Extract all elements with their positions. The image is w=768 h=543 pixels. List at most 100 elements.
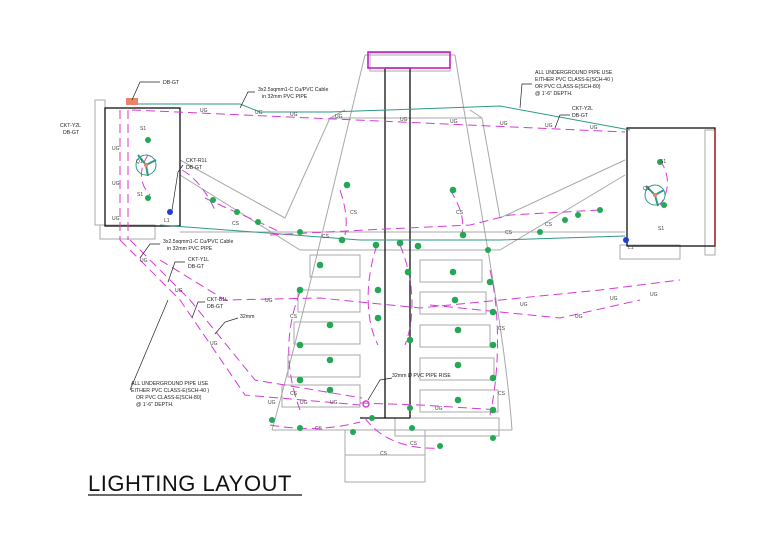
fixture (486, 278, 494, 286)
ug-tag: UG (330, 400, 338, 406)
ug-tag: UG (112, 216, 120, 222)
light-fixtures (145, 137, 667, 449)
fixture (350, 429, 356, 435)
fixture (562, 217, 568, 223)
ug-tag: UG (435, 406, 443, 412)
fixture (489, 406, 497, 414)
ug-tag: UG (175, 288, 183, 294)
pipe-rise-marker (362, 400, 370, 408)
fixture (414, 242, 422, 250)
fixture (409, 425, 415, 431)
ug-tag: UG (210, 341, 218, 347)
switch-label: S1 (658, 226, 664, 232)
ug-tag: UG (112, 146, 120, 152)
ug-tag: UG (265, 298, 273, 304)
switch-label: S1 (140, 126, 146, 132)
cs-tag: CS (232, 221, 240, 227)
fixture (489, 308, 497, 316)
switch-label: S1 (660, 159, 666, 165)
pipe-rise-label: 32mm Ø PVC PIPE RISE (392, 373, 451, 379)
ug-note-top-2: EITHER PVC CLASS-E(SCH-40 ) (535, 77, 613, 83)
fixture (297, 425, 303, 431)
fixture (316, 261, 324, 269)
fixture (454, 361, 462, 369)
fixture (210, 197, 216, 203)
feeder-cables (132, 103, 631, 241)
fixture (661, 202, 667, 208)
title: LIGHTING LAYOUT (88, 471, 292, 496)
ug-tag: UG (200, 108, 208, 114)
cs-tag: CS (350, 210, 358, 216)
ug-tag: UG (290, 112, 298, 118)
fixture (451, 296, 459, 304)
ckt-y2l-right: CKT-Y2L (572, 106, 593, 112)
ceiling-fan-left (135, 154, 157, 177)
fan-label: Q1 (136, 159, 143, 165)
cs-tag: CS (505, 230, 513, 236)
fan-label: Q1 (643, 186, 650, 192)
ckt-b1l-db: DB-GT (207, 304, 224, 310)
ug-tag: UG (112, 181, 120, 187)
fixture (454, 326, 462, 334)
ug-tag: UG (450, 119, 458, 125)
fixture (437, 443, 443, 449)
switch-label: S1 (137, 192, 143, 198)
conduit-tags: UG UG UG UG UG UG UG UG UG UG UG UG UG U… (112, 108, 658, 457)
ug-note-bottom: ALL UNDERGROUND PIPE USE (131, 381, 209, 387)
ug-tag: UG (400, 117, 408, 123)
ckt-y1l: CKT-Y1L (188, 257, 209, 263)
building-outlines (104, 51, 716, 419)
fixture (296, 341, 304, 349)
fixture (326, 356, 334, 364)
fixture (343, 181, 351, 189)
ug-tag: UG (500, 121, 508, 127)
fixture (449, 186, 457, 194)
cable-note-top: 3x2.5sqmm1-C Cu/PVC Cable (258, 87, 328, 93)
fixture (459, 231, 467, 239)
cs-tag: CS (456, 210, 464, 216)
ug-note-bottom-2: EITHER PVC CLASS-E(SCH-40 ) (131, 388, 209, 394)
ckt-y2l-right-db: DB-GT (572, 113, 589, 119)
db-label: DB-GT (163, 80, 180, 86)
fixture (297, 229, 303, 235)
fixture (145, 137, 151, 143)
ug-note-bottom-4: @ 1'-6" DEPTH. (136, 402, 174, 408)
fixture (407, 405, 413, 411)
fixture (485, 247, 491, 253)
pipe-size-label: 32mm (240, 314, 254, 320)
switch-label: L1 (164, 218, 170, 224)
fixture (326, 321, 334, 329)
fixture (372, 241, 380, 249)
fixture (338, 236, 346, 244)
fixture (490, 435, 496, 441)
fixture (255, 219, 261, 225)
fixture (537, 229, 543, 235)
ug-tag: UG (545, 123, 553, 129)
cs-tag: CS (545, 222, 553, 228)
cable-note-mid-2: in 32mm PVC PIPE (167, 246, 213, 252)
fixture (597, 207, 603, 213)
ug-tag: UG (300, 400, 308, 406)
ug-note-bottom-3: OR PVC CLASS-E(SCH-80) (136, 395, 202, 401)
switch-label: L1 (628, 245, 634, 251)
ug-tag: UG (335, 114, 343, 120)
ckt-r1l-db: DB-GT (186, 165, 203, 171)
ckt-r1l: CKT-R1L (186, 158, 207, 164)
ug-tag: UG (650, 292, 658, 298)
switch-right (623, 237, 629, 243)
fixture (369, 415, 375, 421)
fixture (406, 336, 414, 344)
cs-tag: CS (322, 234, 330, 240)
ug-note-top-3: OR PVC CLASS-E(SCH-80) (535, 84, 601, 90)
ug-tag: UG (575, 314, 583, 320)
cable-note-top-2: in 32mm PVC PIPE (262, 94, 308, 100)
fixture (489, 374, 497, 382)
ceiling-fan-right (644, 184, 666, 207)
cs-tag: CS (290, 314, 298, 320)
fixture (454, 396, 462, 404)
fixture (489, 341, 497, 349)
ug-tag: UG (255, 110, 263, 116)
ug-tag: UG (140, 258, 148, 264)
drawing-title: LIGHTING LAYOUT (88, 471, 302, 496)
